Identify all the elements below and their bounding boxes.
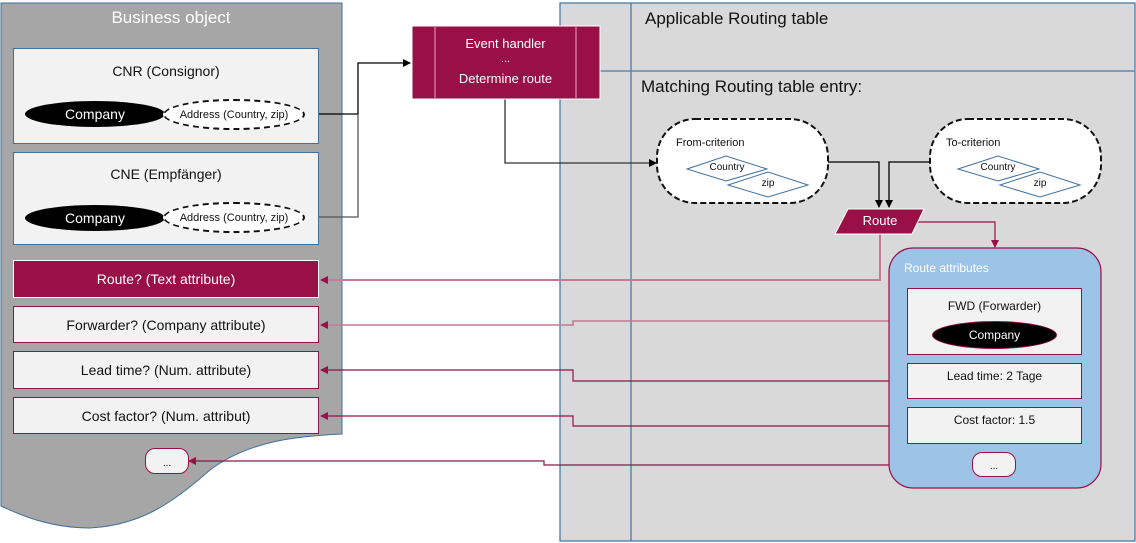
route-attributes-title: Route attributes (904, 261, 989, 275)
lead-time-attribute-box[interactable]: Lead time? (Num. attribute) (13, 351, 319, 389)
to-country-diamond (956, 155, 1041, 182)
connector-route-to-attributes (916, 221, 999, 248)
routing-entry-title: Matching Routing table entry: (641, 77, 863, 96)
from-criterion-title: From-criterion (676, 137, 745, 149)
connector-cnr-to-handler (305, 59, 411, 115)
from-country-label: Country (709, 162, 745, 173)
event-handler-line2: ... (500, 53, 511, 65)
business-object-title: Business object (111, 8, 231, 27)
event-handler-line3: Determine route (458, 71, 553, 86)
to-country-label: Country (980, 162, 1016, 173)
cost-factor-value-box[interactable]: Cost factor: 1.5 (907, 407, 1082, 444)
from-zip-diamond (726, 171, 810, 198)
route-attribute-box[interactable]: Route? (Text attribute) (13, 260, 319, 298)
lead-time-value-box[interactable]: Lead time: 2 Tage (907, 363, 1082, 399)
connector-cne-to-handler (305, 114, 359, 218)
connector-fwd-to-forwarder (320, 320, 907, 329)
to-zip-diamond (998, 171, 1082, 198)
connector-handler-to-from (504, 99, 657, 167)
cne-title: CNE (Empfänger) (110, 166, 222, 182)
from-zip-label: zip (761, 178, 775, 189)
fwd-title: FWD (Forwarder) (947, 299, 1042, 313)
to-criterion-shape (929, 118, 1102, 204)
connector-route-to-route-attr (320, 234, 881, 284)
cnr-company-ellipse: Company (25, 101, 165, 127)
route-label[interactable]: Route (862, 213, 898, 228)
connector-to-to-route (885, 161, 930, 208)
route-attributes-more-box[interactable]: ... (972, 452, 1016, 477)
connector-leadtime-to-leadtime (320, 366, 907, 382)
connector-more-to-more (188, 457, 973, 466)
route-shape (834, 208, 925, 235)
routing-table-title: Applicable Routing table (645, 9, 829, 28)
cne-address-ellipse: Address (Country, zip) (163, 202, 305, 233)
fwd-company-ellipse: Company (933, 322, 1056, 348)
to-criterion-title: To-criterion (946, 137, 1001, 149)
cnr-title: CNR (Consignor) (112, 63, 220, 79)
to-zip-label: zip (1033, 178, 1047, 189)
cne-company-ellipse: Company (25, 205, 165, 231)
connector-from-to-route (828, 161, 883, 208)
event-handler-line1: Event handler (465, 36, 546, 51)
connector-cost-to-cost (320, 412, 907, 427)
business-object-more-box[interactable]: ... (145, 448, 189, 474)
cost-factor-attribute-box[interactable]: Cost factor? (Num. attribut) (13, 397, 319, 434)
from-country-diamond (685, 155, 769, 182)
cnr-address-ellipse: Address (Country, zip) (163, 99, 305, 130)
event-handler-shape (411, 25, 601, 100)
forwarder-attribute-box[interactable]: Forwarder? (Company attribute) (13, 306, 319, 343)
